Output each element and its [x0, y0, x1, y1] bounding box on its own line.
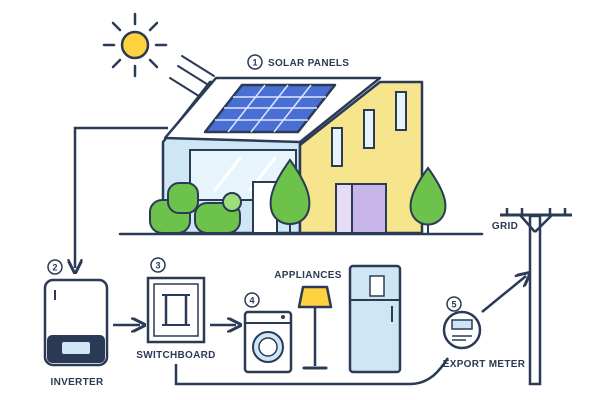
tree-icon [269, 158, 311, 233]
sun-rays-icon [169, 55, 215, 99]
inverter-icon [43, 278, 109, 367]
switchboard-label: 3 SWITCHBOARD [136, 257, 215, 361]
washing-machine-icon [243, 310, 293, 374]
inverter-text: INVERTER [51, 377, 104, 388]
bush-icon [149, 182, 242, 234]
solar-panels-text: SOLAR PANELS [268, 58, 349, 69]
switchboard-icon [146, 276, 206, 344]
connector-meter-grid [481, 276, 526, 313]
appliances-number: 4 [249, 296, 254, 306]
refrigerator-icon [348, 264, 402, 374]
solar-panels-label: 1 SOLAR PANELS [247, 54, 349, 70]
export-meter-text: EXPORT METER [443, 359, 526, 370]
switchboard-number: 3 [155, 261, 160, 271]
export-meter-number: 5 [451, 300, 456, 310]
switchboard-text: SWITCHBOARD [136, 350, 215, 361]
grid-text: GRID [492, 221, 518, 232]
tree-icon [409, 166, 447, 233]
inverter-number: 2 [52, 263, 57, 273]
appliances-text: APPLIANCES [274, 270, 341, 281]
solar-panels-number: 1 [252, 58, 257, 68]
connector-house-meter [174, 357, 450, 386]
floor-lamp-icon [297, 285, 333, 370]
export-meter-label: 5 EXPORT METER [443, 296, 526, 370]
inverter-label: 2 INVERTER [47, 259, 104, 388]
solar-panel-icon [203, 83, 337, 134]
export-meter-icon [442, 310, 482, 350]
connector-house-inverter [75, 126, 168, 268]
sun-icon [102, 12, 168, 78]
appliances-number-badge: 4 [244, 292, 260, 308]
grid-pole-icon [500, 208, 572, 386]
